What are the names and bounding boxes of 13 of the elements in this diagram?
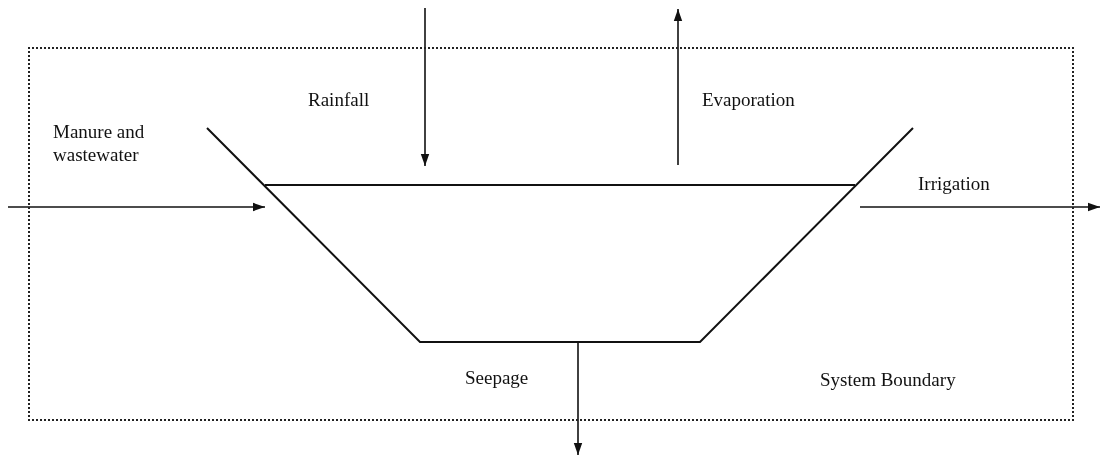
system-boundary bbox=[28, 47, 1074, 421]
flow-arrow bbox=[573, 342, 583, 456]
flow-arrow bbox=[859, 202, 1101, 212]
flow-arrow bbox=[673, 8, 683, 166]
edge-label: Evaporation bbox=[702, 88, 795, 111]
edge-label: Manure and wastewater bbox=[53, 120, 146, 166]
pond-drawing bbox=[207, 128, 914, 343]
edge-label: Seepage bbox=[465, 366, 529, 389]
edge-label: Rainfall bbox=[308, 88, 370, 111]
boundary-label: System Boundary bbox=[820, 368, 956, 391]
flow-arrow bbox=[420, 7, 430, 167]
edge-label: Irrigation bbox=[918, 172, 990, 195]
flow-arrow bbox=[7, 202, 266, 212]
